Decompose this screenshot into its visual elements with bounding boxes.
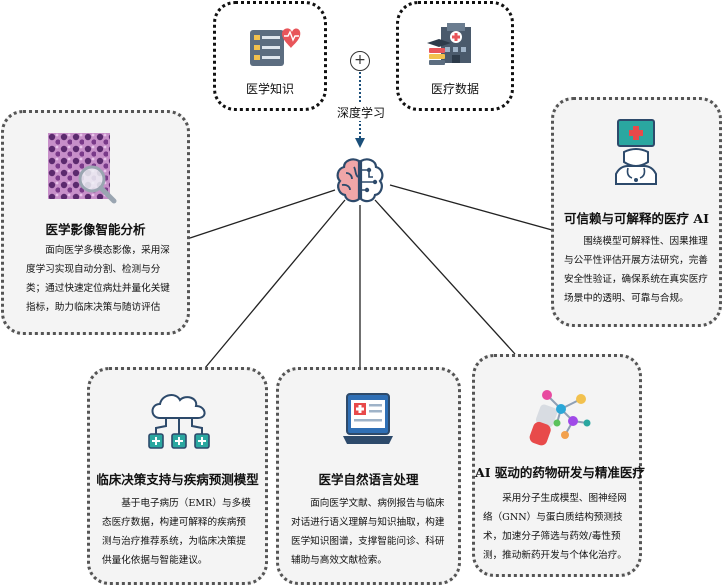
line-to-trust (389, 184, 553, 231)
trust-title: 可信赖与可解释的医疗 AI (564, 211, 709, 226)
drug-card: AI 驱动的药物研发与精准医疗 采用分子生成模型、图神经网络（GNN）与蛋白质结… (472, 354, 645, 577)
doctor-monitor-icon (615, 119, 657, 185)
line-to-clinical (204, 199, 346, 369)
trust-description: 围绕模型可解释性、因果推理与公平性评估开展方法研究，完善安全性验证，确保系统在真… (564, 236, 708, 304)
brain-icon (336, 158, 384, 203)
medical-record-icon (343, 393, 393, 444)
imaging-title: 医学影像智能分析 (45, 222, 146, 237)
clinical-title: 临床决策支持与疾病预测模型 (96, 472, 259, 487)
cloud-network-icon (148, 394, 210, 449)
deep-learning-arrow-head (355, 138, 365, 148)
trust-card: 可信赖与可解释的医疗 AI 围绕模型可解释性、因果推理与公平性评估开展方法研究，… (551, 97, 722, 327)
line-to-drug (374, 199, 516, 355)
microscope-image-icon (48, 133, 117, 204)
imaging-description: 面向医学多模态影像，采用深度学习实现自动分割、检测与分类；通过快速定位病灶并量化… (26, 245, 170, 313)
drug-description: 采用分子生成模型、图神经网络（GNN）与蛋白质结构预测技术，加速分子筛选与药效/… (483, 493, 627, 561)
medical-knowledge-label: 医学知识 (245, 82, 294, 96)
molecule-capsule-icon (529, 390, 591, 446)
line-to-imaging (189, 189, 336, 239)
clinical-card: 临床决策支持与疾病预测模型 基于电子病历（EMR）与多模态医疗数据，构建可解释的… (87, 367, 268, 585)
plus-icon: + (350, 51, 370, 71)
checklist-heart-icon (250, 28, 301, 66)
nlp-description: 面向医学文献、病例报告与临床对话进行语义理解与知识抽取，构建医学知识图谱，支撑智… (291, 498, 445, 566)
medical-data-label: 医疗数据 (430, 82, 479, 96)
medical-knowledge-box: 医学知识 (213, 1, 327, 111)
clinical-description: 基于电子病历（EMR）与多模态医疗数据，构建可解释的疾病预测与治疗推荐系统，为临… (102, 498, 251, 566)
imaging-card: 医学影像智能分析 面向医学多模态影像，采用深度学习实现自动分割、检测与分类；通过… (1, 110, 190, 335)
deep-learning-label: 深度学习 (333, 104, 389, 121)
nlp-card: 医学自然语言处理 面向医学文献、病例报告与临床对话进行语义理解与知识抽取，构建医… (276, 367, 461, 585)
hospital-data-icon (427, 23, 471, 65)
medical-data-box: 医疗数据 (396, 1, 514, 111)
drug-title: AI 驱动的药物研发与精准医疗 (475, 465, 645, 480)
nlp-title: 医学自然语言处理 (318, 472, 419, 487)
